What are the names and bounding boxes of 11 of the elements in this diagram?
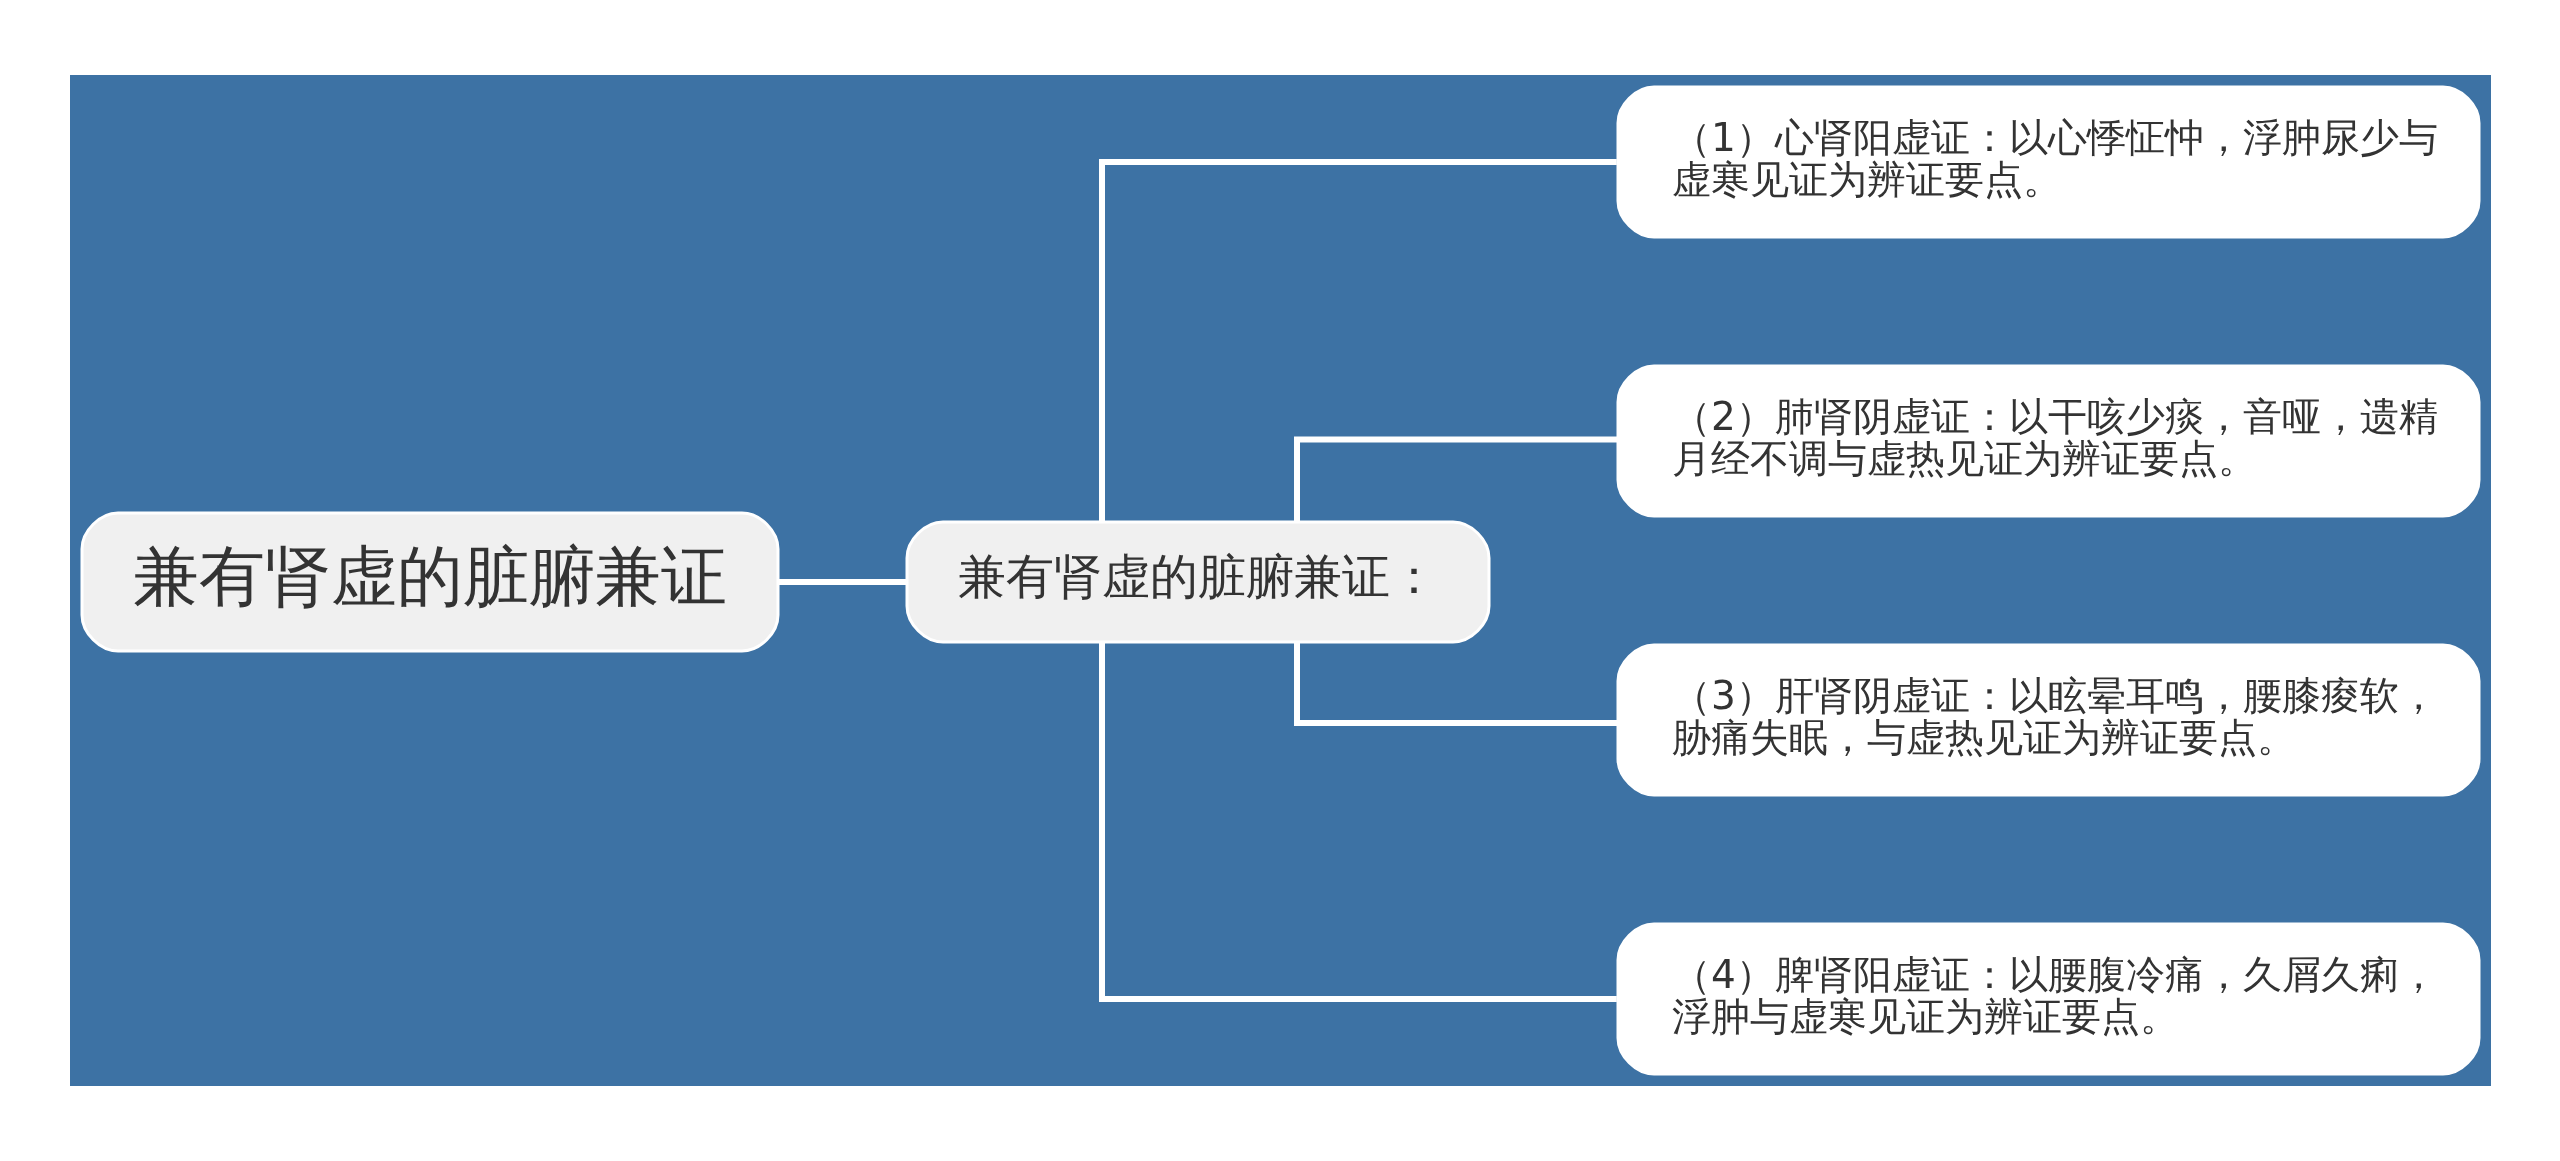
node-box: 兼有肾虚的脏腑兼证： — [905, 520, 1490, 644]
connector — [1293, 436, 1618, 522]
node-box: （2）肺肾阴虚证：以干咳少痰，音哑，遗精月经不调与虚热见证为辨证要点。 — [1616, 364, 2480, 518]
node-box: 兼有肾虚的脏腑兼证 — [80, 511, 779, 653]
node-box: （3）肝肾阴虚证：以眩晕耳鸣，腰膝痠软，胁痛失眠，与虚热见证为辨证要点。 — [1616, 643, 2480, 797]
node-box: （4）脾肾阳虚证：以腰腹冷痛，久屑久痢，浮肿与虚寒见证为辨证要点。 — [1616, 922, 2480, 1076]
connector — [1098, 642, 1617, 1002]
connector — [777, 579, 906, 585]
connector — [1098, 159, 1617, 522]
node-box: （1）心肾阳虚证：以心悸怔忡，浮肿尿少与虚寒见证为辨证要点。 — [1616, 85, 2480, 239]
connector — [1293, 642, 1618, 726]
